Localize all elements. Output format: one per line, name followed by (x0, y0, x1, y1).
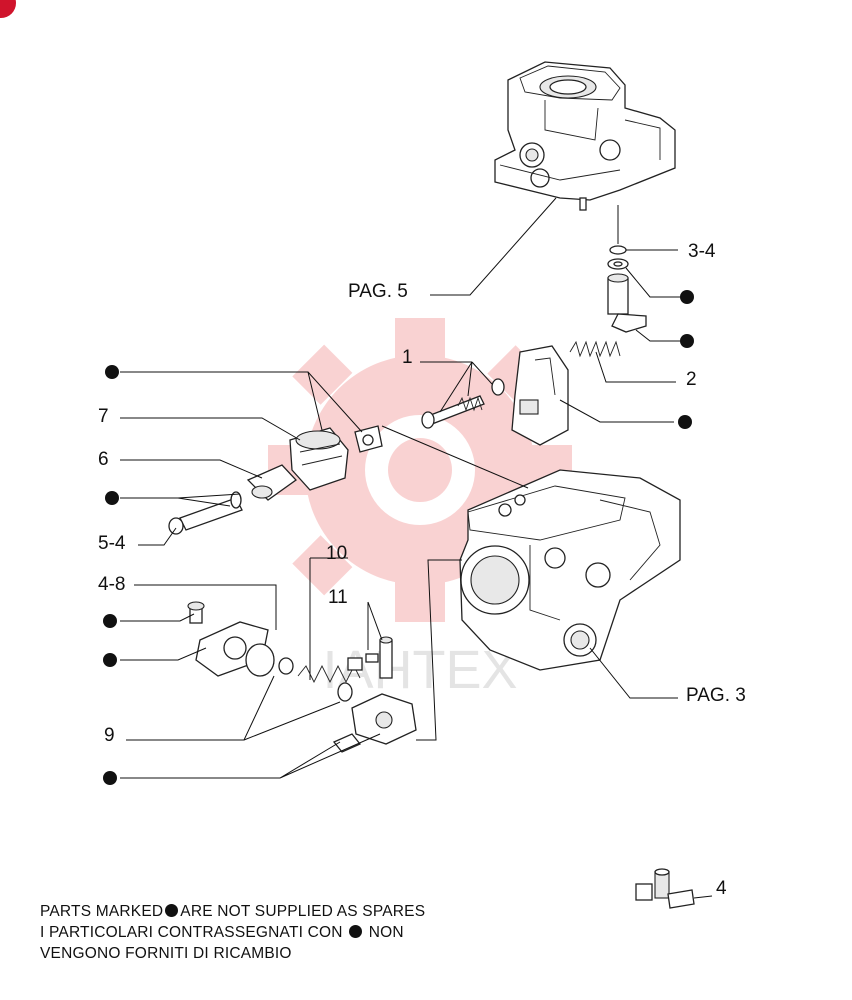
marker-dot (680, 290, 694, 304)
marker-dot (103, 614, 117, 628)
marker-dot (105, 491, 119, 505)
plug-6 (246, 464, 297, 501)
note-text: ARE NOT SUPPLIED AS SPARES (180, 903, 426, 920)
label-7: 7 (98, 406, 109, 427)
marker-dot (103, 771, 117, 785)
label-2: 2 (686, 369, 697, 390)
plunger-piston (607, 273, 647, 333)
upper-housing (494, 61, 676, 211)
marker-dot (105, 365, 119, 379)
label-4: 4 (716, 878, 727, 899)
marker-dot (678, 415, 692, 429)
marker-dot (103, 653, 117, 667)
note-line-1: PARTS MARKED ARE NOT SUPPLIED AS SPARES (40, 901, 425, 922)
label-pag3: PAG. 3 (686, 685, 746, 706)
o-ring-9 (245, 643, 294, 677)
bullet-dot-icon (349, 925, 363, 938)
label-4-8: 4-8 (98, 574, 125, 595)
o-ring-small (609, 245, 627, 255)
note-line-3: VENGONO FORNITI DI RICAMBIO (40, 943, 425, 964)
lever-bracket (511, 345, 569, 446)
screw-bolt (187, 601, 205, 624)
label-11: 11 (328, 587, 348, 608)
label-5-4: 5-4 (98, 533, 126, 554)
screw-5-4 (168, 491, 243, 535)
cap-7 (289, 427, 349, 491)
label-3-4: 3-4 (688, 241, 716, 262)
bullet-dot-icon (165, 904, 179, 917)
gasket-upper (354, 425, 383, 453)
body-block (332, 693, 417, 753)
note-text: NON (368, 924, 404, 941)
label-1: 1 (402, 347, 413, 368)
kit-4-parts (635, 868, 713, 909)
main-housing (459, 469, 681, 671)
valve-1 (421, 378, 505, 429)
pin-11 (347, 636, 393, 679)
note-text: PARTS MARKED (40, 903, 164, 920)
label-10: 10 (326, 543, 347, 564)
note-line-2: I PARTICOLARI CONTRASSEGNATI CON NON (40, 922, 425, 943)
part-labels: PAG. 5 3-4 2 1 7 6 5-4 4-8 10 11 9 PAG. … (98, 241, 746, 899)
leader-lines (120, 197, 680, 779)
note-text: I PARTICOLARI CONTRASSEGNATI CON (40, 924, 343, 941)
label-6: 6 (98, 449, 109, 470)
marker-dot (680, 334, 694, 348)
note-text: VENGONO FORNITI DI RICAMBIO (40, 945, 292, 962)
spares-note: PARTS MARKED ARE NOT SUPPLIED AS SPARES I… (40, 901, 425, 964)
marker-dots (103, 290, 694, 785)
spring-top (569, 340, 621, 358)
spring-10 (297, 664, 361, 702)
washer-small (607, 258, 629, 270)
label-pag5: PAG. 5 (348, 281, 408, 302)
label-9: 9 (104, 725, 115, 746)
